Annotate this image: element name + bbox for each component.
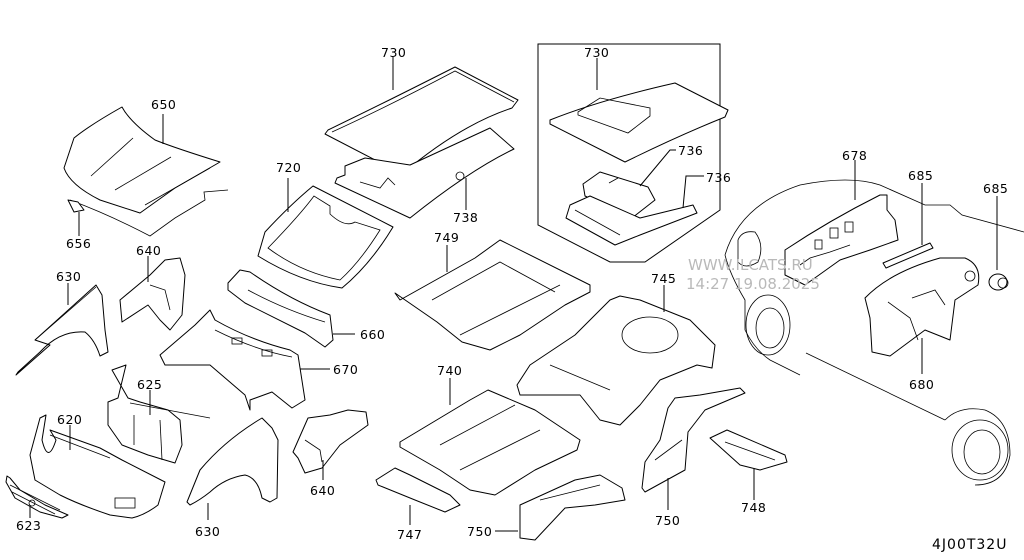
callout-745[interactable]: 745 xyxy=(651,271,676,286)
side-member-right-part[interactable] xyxy=(641,387,746,493)
grille-part[interactable] xyxy=(5,475,69,519)
callout-inset-730[interactable]: 730 xyxy=(584,45,609,60)
hood-stay-part[interactable] xyxy=(67,199,85,213)
watermark-timestamp: 14:27 19.08.2025 xyxy=(686,275,820,293)
dash-clip-part[interactable] xyxy=(988,273,1009,291)
callout-736-a[interactable]: 736 xyxy=(678,143,703,158)
callout-678[interactable]: 678 xyxy=(842,148,867,163)
dash-trim-part[interactable] xyxy=(882,242,934,269)
callout-748[interactable]: 748 xyxy=(741,500,766,515)
dash-panel-part[interactable] xyxy=(864,257,980,357)
windshield-part[interactable] xyxy=(257,185,394,289)
front-bumper-part[interactable] xyxy=(29,414,166,519)
callout-749[interactable]: 749 xyxy=(434,230,459,245)
callout-630-upper[interactable]: 630 xyxy=(56,269,81,284)
floor-front-insulator-part[interactable] xyxy=(394,239,591,351)
callout-747[interactable]: 747 xyxy=(397,527,422,542)
leader-736-b xyxy=(682,175,704,209)
callout-670[interactable]: 670 xyxy=(333,362,358,377)
hood-part[interactable] xyxy=(63,106,229,237)
car-body-outline xyxy=(724,179,1024,486)
callout-685-b[interactable]: 685 xyxy=(983,181,1008,196)
sunroof-frame-part[interactable] xyxy=(565,195,698,246)
callout-736-b[interactable]: 736 xyxy=(706,170,731,185)
watermark-site: WWW.ILCATS.RU xyxy=(688,256,813,274)
hoodledge-lower-part[interactable] xyxy=(292,409,369,474)
callout-685-a[interactable]: 685 xyxy=(908,168,933,183)
callout-660[interactable]: 660 xyxy=(360,327,385,342)
callout-620[interactable]: 620 xyxy=(57,412,82,427)
sunroof-glass-part[interactable] xyxy=(582,171,656,219)
crossmember-part[interactable] xyxy=(375,467,461,513)
side-member-left-part[interactable] xyxy=(519,474,626,541)
callout-623[interactable]: 623 xyxy=(16,518,41,533)
callout-656[interactable]: 656 xyxy=(66,236,91,251)
callout-625[interactable]: 625 xyxy=(137,377,162,392)
callout-738[interactable]: 738 xyxy=(453,210,478,225)
callout-640-upper[interactable]: 640 xyxy=(136,243,161,258)
rear-floor-extension-part[interactable] xyxy=(709,429,788,471)
callout-640-lower[interactable]: 640 xyxy=(310,483,335,498)
callout-680[interactable]: 680 xyxy=(909,377,934,392)
callout-750-right[interactable]: 750 xyxy=(655,513,680,528)
callout-630-lower[interactable]: 630 xyxy=(195,524,220,539)
roof-part[interactable] xyxy=(324,66,519,175)
roof-lining-part[interactable] xyxy=(334,127,515,219)
leader-736-a xyxy=(639,149,676,187)
callout-750-left[interactable]: 750 xyxy=(467,524,492,539)
dash-insulator-part[interactable] xyxy=(784,194,899,286)
sunroof-inset-frame xyxy=(537,43,721,263)
sunroof-roof-part[interactable] xyxy=(549,82,729,163)
callout-720[interactable]: 720 xyxy=(276,160,301,175)
dash-lower-panel-part[interactable] xyxy=(159,309,306,411)
front-floor-part[interactable] xyxy=(399,389,581,496)
front-fender-upper-part[interactable] xyxy=(15,284,109,376)
radiator-core-support-part[interactable] xyxy=(107,364,211,464)
callout-650[interactable]: 650 xyxy=(151,97,176,112)
rear-floor-part[interactable] xyxy=(516,295,716,426)
cowl-top-part[interactable] xyxy=(227,269,334,348)
hoodledge-upper-part[interactable] xyxy=(119,257,186,331)
diagram-code: 4J00T32U xyxy=(932,537,1007,553)
callout-740[interactable]: 740 xyxy=(437,363,462,378)
front-fender-lower-part[interactable] xyxy=(186,417,279,506)
callout-730[interactable]: 730 xyxy=(381,45,406,60)
